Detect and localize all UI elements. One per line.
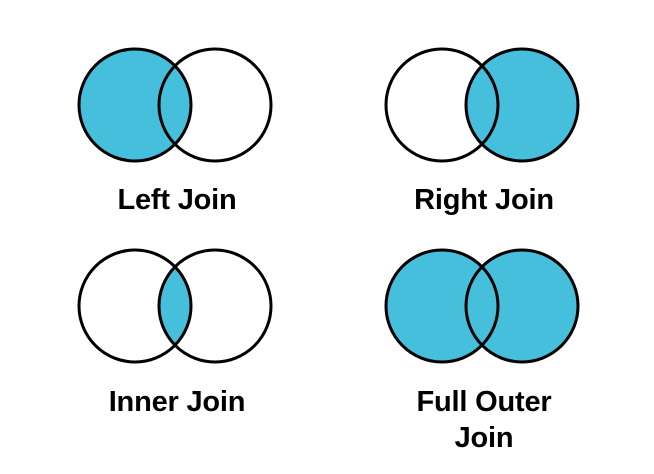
left-circle-fill	[79, 250, 191, 362]
right-circle-fill	[159, 49, 271, 161]
left-circle-outline	[77, 248, 193, 364]
left-circle-fill	[386, 250, 498, 362]
panel-label-full-outer-join: Full Outer Join	[416, 386, 552, 454]
right-circle-fill	[159, 250, 271, 362]
right-circle-outline	[464, 47, 580, 163]
panel-inner-join: Inner Join	[32, 245, 322, 420]
left-circle-outline	[384, 47, 500, 163]
panel-label-inner-join: Inner Join	[108, 386, 246, 418]
panel-right-join: Right Join	[339, 44, 629, 218]
right-circle-outline	[157, 248, 273, 364]
left-circle-outline	[77, 47, 193, 163]
panel-full-outer-join: Full Outer Join	[339, 245, 629, 456]
right-circle-fill	[466, 49, 578, 161]
left-circle-fill	[79, 49, 191, 161]
venn-left-join	[32, 44, 322, 166]
venn-full-outer-join	[339, 245, 629, 367]
left-circle-outline	[384, 248, 500, 364]
panel-left-join: Left Join	[32, 44, 322, 218]
right-circle-outline	[157, 47, 273, 163]
right-circle-fill	[466, 250, 578, 362]
venn-right-join	[339, 44, 629, 166]
venn-inner-join	[32, 245, 322, 367]
left-circle-fill	[386, 49, 498, 161]
panel-label-right-join: Right Join	[414, 184, 554, 216]
panel-label-left-join: Left Join	[117, 184, 237, 216]
right-circle-outline	[464, 248, 580, 364]
